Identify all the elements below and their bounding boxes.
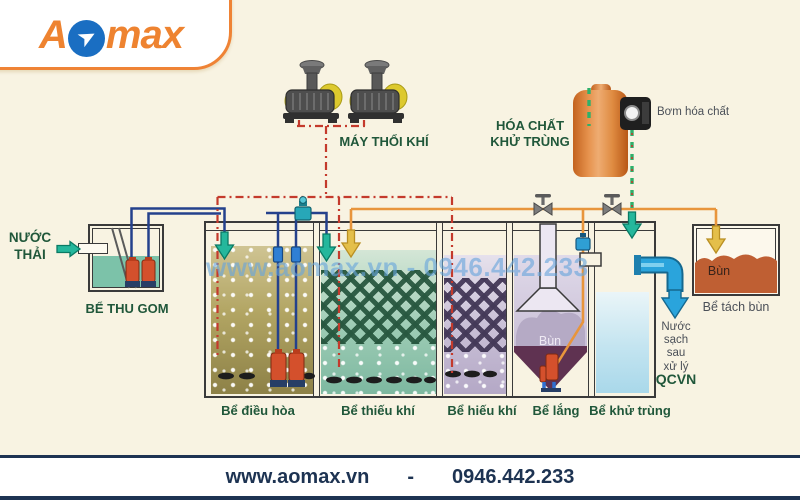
- footer-separator: -: [407, 465, 415, 488]
- standard-label: QCVN: [655, 371, 697, 387]
- collection-pump-1: [125, 257, 140, 287]
- basin-wall-3: [506, 223, 513, 396]
- main-basin-frame: [204, 221, 656, 398]
- transfer-valve: [294, 196, 312, 221]
- collection-pump-2: [141, 257, 156, 287]
- basin-wall-2: [436, 223, 443, 396]
- feedwell-stem: [539, 223, 557, 289]
- tank-label-hieu-khi: Bể hiếu khí: [447, 403, 517, 418]
- sludge-blanket: [516, 309, 585, 352]
- arrow-into-dieu-hoa-icon: [214, 231, 235, 261]
- logo-text-max: max: [105, 13, 184, 57]
- riser-valve-1: [272, 246, 284, 263]
- footer-bar: www.aomax.vn - 0946.442.233: [0, 455, 800, 500]
- arrow-into-thieu-khi-icon: [316, 233, 337, 263]
- basin-wall-4: [588, 223, 595, 396]
- clarifier-outlet-weir: [579, 252, 602, 267]
- logo-panel: A➤max: [0, 0, 232, 70]
- collection-tank-label: BỂ THU GOM: [85, 301, 169, 316]
- gate-valve-1: [533, 194, 553, 216]
- logo-circle-icon: ➤: [67, 19, 105, 57]
- tank-thieu-khi-bubbles: [321, 344, 436, 394]
- sludge-line-valve: [575, 233, 591, 251]
- influent-arrow-icon: [56, 240, 82, 258]
- flow-arrows: [56, 211, 727, 320]
- clarifier-sludge-pump: [539, 353, 561, 392]
- arrow-recycle-into-thieu-khi-icon: [340, 229, 362, 259]
- tank-label-thieu-khi: Bể thiếu khí: [341, 403, 415, 418]
- logo-swoosh-arrow-icon: ➤: [74, 24, 99, 52]
- basin-top-beam: [206, 230, 654, 231]
- air-diffusers: [218, 370, 497, 384]
- tank-thieu-khi-water: [321, 250, 436, 394]
- tank-label-khu-trung: Bể khử trùng: [589, 403, 671, 418]
- arrow-sludge-into-separator-icon: [705, 225, 727, 255]
- pump-side-plate: [642, 102, 649, 124]
- pump-roller-icon: [624, 105, 640, 121]
- arrow-chemical-into-khu-trung-icon: [621, 211, 643, 240]
- gate-valve-2: [602, 194, 622, 216]
- sludge-settling-label: Bùn: [538, 334, 562, 348]
- equalization-pump-2: [288, 349, 305, 387]
- separator-tank-label: Bể tách bùn: [702, 300, 770, 314]
- pipe-tank1-transfer: [266, 211, 328, 352]
- valves: [272, 194, 622, 263]
- pipe-chemical-dosing: [587, 88, 634, 210]
- influent-label: NƯỚC THẢI: [8, 230, 52, 262]
- tank-label-lang: Bể lắng: [532, 403, 580, 418]
- chemical-tank-cap: [591, 84, 611, 94]
- chemical-dosing-pump: [620, 97, 651, 130]
- separator-sludge: [695, 254, 777, 293]
- riser-valve-2: [290, 246, 302, 263]
- basin-wall-1: [313, 223, 320, 396]
- effluent-arrow-icon: [660, 289, 690, 320]
- blower-label: MÁY THỔI KHÍ: [339, 134, 429, 149]
- footer-phone: 0946.442.233: [452, 465, 575, 488]
- chemical-tank: [573, 90, 628, 177]
- air-blower-2: [348, 60, 408, 123]
- tank-khu-trung-water: [596, 292, 649, 393]
- pipe-influent-transfer: [130, 207, 226, 258]
- feedwell-funnel: [515, 287, 581, 312]
- watermark: www.aomax.vn - 0946.442.233: [206, 252, 589, 282]
- effluent-label: Nước sạch sau xử lý: [661, 321, 691, 373]
- tank-label-dieu-hoa: Bể điều hòa: [221, 403, 295, 418]
- aomax-logo: A➤max: [39, 13, 184, 57]
- pipe-air-distribution: [216, 120, 454, 373]
- sludge-separated-label: Bùn: [707, 264, 731, 278]
- pipe-effluent: [634, 255, 684, 292]
- logo-text-a: A: [39, 13, 68, 57]
- chemical-label: HÓA CHẤT KHỬ TRÙNG: [490, 118, 570, 150]
- chemical-pump-label: Bơm hóa chất: [657, 106, 730, 118]
- pumps: [125, 257, 561, 392]
- air-blower-1: [283, 60, 343, 123]
- tank-hieu-khi-media: [444, 278, 506, 352]
- tank-thieu-khi-media: [321, 270, 436, 344]
- equalization-pump-1: [270, 349, 287, 387]
- footer-website: www.aomax.vn: [225, 465, 370, 488]
